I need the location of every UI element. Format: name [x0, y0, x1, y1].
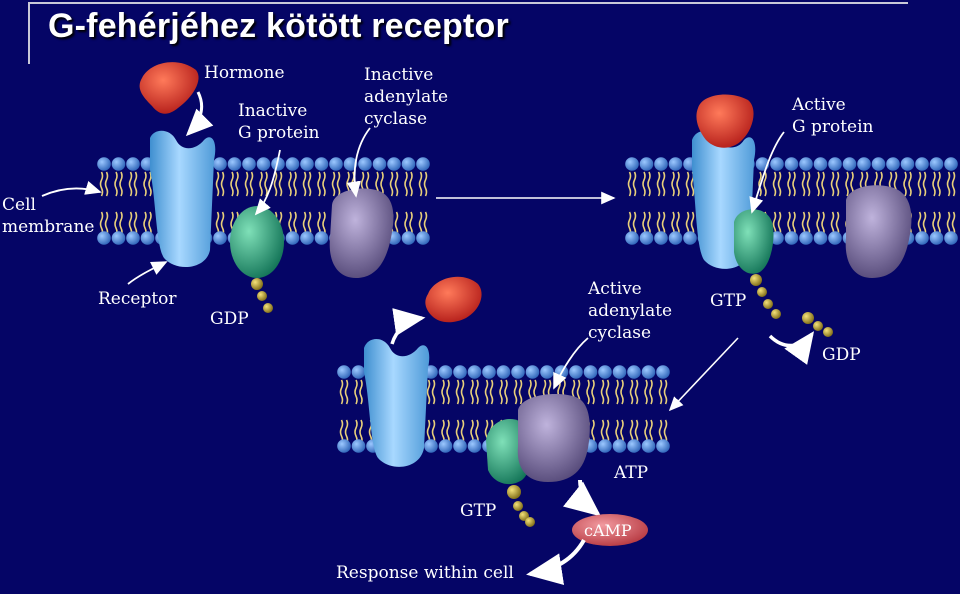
gdp-beads-left — [251, 278, 273, 313]
receptor-shape-3 — [364, 339, 430, 467]
hormone-bound-shape — [696, 94, 754, 148]
title-rule-left — [28, 2, 30, 64]
gdp-release-arrow — [768, 331, 815, 365]
panel-inactive: Hormone Inactive G protein Inactive aden… — [2, 62, 448, 329]
inactive-g-protein-label-1: Inactive — [238, 101, 307, 121]
inactive-cyclase-label-1: Inactive — [364, 65, 433, 85]
title-rule-top — [28, 2, 908, 4]
gtp-right-label: GTP — [710, 291, 746, 311]
active-cyclase-label-3: cyclase — [588, 323, 651, 343]
inactive-g-protein-shape — [230, 206, 284, 278]
hormone-binding-arrow — [185, 91, 214, 137]
receptor-pointer — [127, 261, 168, 285]
gtp-beads-right — [750, 274, 781, 319]
slide-title: G-fehérjéhez kötött receptor — [48, 7, 509, 45]
atp-label: ATP — [613, 463, 648, 483]
active-cyclase-label-2: adenylate — [588, 301, 672, 321]
camp-label: cAMP — [584, 521, 632, 540]
active-adenylate-cyclase-shape — [517, 394, 590, 482]
cell-membrane-label-2: membrane — [2, 217, 94, 237]
active-cyclase-pointer — [553, 337, 589, 390]
cell-membrane-label-1: Cell — [2, 195, 36, 215]
inactive-g-protein-label-2: G protein — [238, 123, 320, 143]
inactive-cyclase-label-3: cyclase — [364, 109, 427, 129]
active-g-protein-shape — [734, 209, 774, 274]
panel-cyclase-activation: Active adenylate cyclase ATP GTP cAMP Re… — [336, 276, 672, 585]
receptor-label: Receptor — [98, 289, 177, 309]
inactive-cyclase-label-2: adenylate — [364, 87, 448, 107]
atp-to-camp-arrow — [563, 479, 602, 517]
released-hormone-shape — [425, 276, 482, 323]
gdp-left-label: GDP — [210, 309, 249, 329]
receptor-shape — [150, 130, 216, 268]
hormone-label: Hormone — [204, 63, 285, 83]
inactive-cyclase-pointer — [346, 127, 371, 198]
cell-membrane-pointer — [41, 180, 102, 197]
hormone-release-arrow — [390, 308, 426, 345]
panel-g-protein-activation: Active G protein GTP GDP — [692, 94, 912, 365]
active-g-protein-label-1: Active — [791, 95, 846, 115]
active-cyclase-shape-2 — [845, 185, 912, 278]
response-arrow — [526, 538, 586, 585]
gtp-bottom-label: GTP — [460, 501, 496, 521]
hormone-shape — [139, 62, 199, 114]
active-g-protein-pointer — [749, 131, 785, 214]
step-arrow-2 — [668, 337, 739, 412]
inactive-adenylate-cyclase-shape — [329, 188, 394, 278]
released-gdp-beads — [802, 312, 833, 337]
active-cyclase-label-1: Active — [587, 279, 642, 299]
gdp-right-label: GDP — [822, 345, 861, 365]
camp-shape — [572, 514, 648, 546]
active-g-protein-label-2: G protein — [792, 117, 874, 137]
response-label: Response within cell — [336, 563, 514, 583]
inactive-g-protein-pointer — [254, 149, 281, 216]
gtp-beads-bottom — [507, 485, 535, 527]
